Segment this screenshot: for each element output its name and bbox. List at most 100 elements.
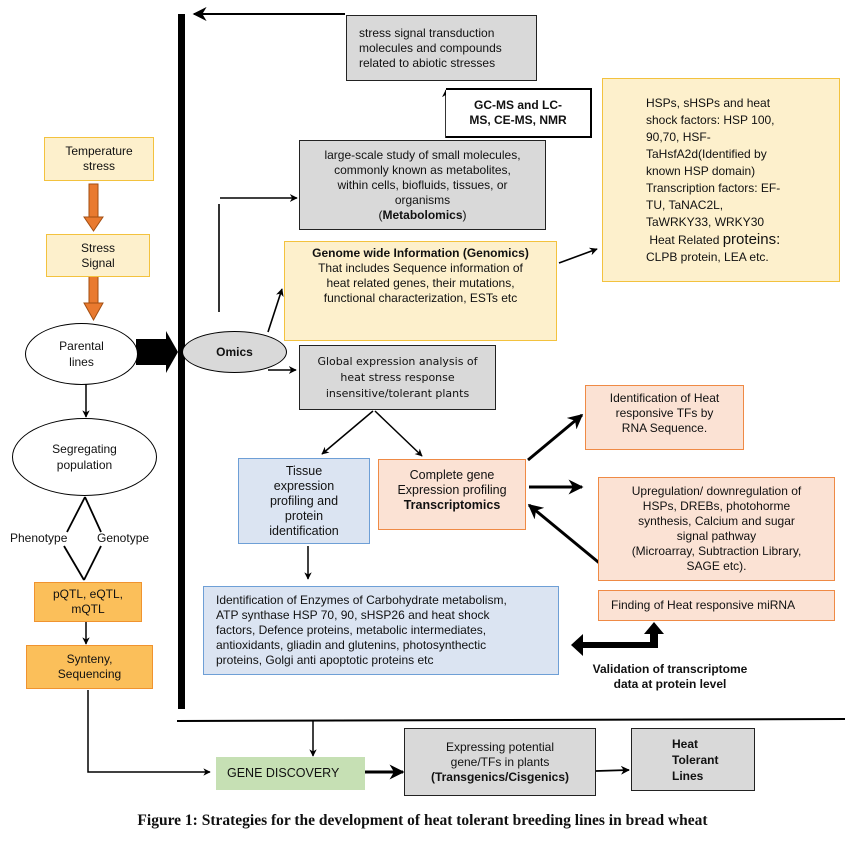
text-line: Transcription factors: EF- (646, 180, 781, 195)
text-line: related to abiotic stresses (359, 55, 496, 70)
text-line: Validation of transcriptome (592, 662, 748, 676)
text-line: protein (284, 508, 324, 523)
gene-discovery-box: GENE DISCOVERY (216, 757, 365, 790)
mirna-box: Finding of Heat responsive miRNA (598, 590, 835, 621)
text-line: profiling and (269, 493, 339, 508)
text-line: shock factors: HSP 100, (646, 112, 775, 127)
text-line: molecules and compounds (359, 40, 502, 55)
text-line: RNA Sequence. (621, 421, 708, 435)
text-line: Tolerant (672, 752, 719, 767)
text-line: proteins: (722, 230, 781, 248)
qtl-box: pQTL, eQTL, mQTL (34, 582, 142, 622)
text-line: 90,70, HSF- (646, 129, 711, 144)
text-line: ATP synthase HSP 70, 90, sHSP26 and heat… (216, 608, 490, 622)
text-line: known HSP domain) (646, 163, 756, 178)
tissue-box: Tissue expression profiling and protein … (238, 458, 370, 544)
omics-label: Omics (216, 345, 253, 359)
arrow-global-to-transcriptomics (374, 410, 423, 457)
gene-discovery-label: GENE DISCOVERY (227, 766, 340, 780)
arrow-regulation-to-transcriptomics (527, 503, 604, 568)
text-line: insensitive/tolerant plants (325, 386, 470, 400)
big-arrow-parental-to-omics (136, 331, 178, 373)
diamond-left (66, 496, 86, 533)
metabolomics-title: (Metabolomics) (378, 207, 467, 222)
temperature-stress-box: Temperature stress (44, 137, 154, 181)
text-line: organisms (394, 192, 451, 207)
genomics-box: Genome wide Information (Genomics) That … (284, 241, 557, 341)
text-line: proteins, Golgi anti apoptotic proteins … (216, 653, 434, 667)
text-line: data at protein level (613, 677, 727, 691)
stress-signal-box: Stress Signal (46, 234, 150, 277)
text-line: heat related genes, their mutations, (326, 276, 515, 290)
methods-box: GC-MS and LC- MS, CE-MS, NMR (446, 88, 592, 138)
heat-tolerant-lines-box: Heat Tolerant Lines (631, 728, 755, 791)
text-line: Expressing potential (445, 739, 555, 754)
text-line: identification (269, 523, 339, 538)
text-line: Complete gene (409, 468, 495, 482)
rna-seq-box: Identification of Heat responsive TFs by… (585, 385, 744, 450)
expressing-title: (Transgenics/Cisgenics) (430, 769, 570, 784)
text-line: HSPs, sHSPs and heat (646, 95, 771, 110)
text-line: Tissue (285, 463, 323, 478)
orange-arrow-2 (83, 275, 104, 322)
expressing-box: Expressing potential gene/TFs in plants … (404, 728, 596, 796)
text-line: SAGE etc). (686, 559, 747, 573)
figure-caption: Figure 1: Strategies for the development… (137, 812, 708, 829)
parental-lines-node: Parental lines (25, 323, 138, 385)
synteny-box: Synteny, Sequencing (26, 645, 153, 689)
stress-signal-line2: Signal (81, 255, 115, 270)
parental-line2: lines (69, 355, 94, 369)
qtl-line1: pQTL, eQTL, (52, 587, 124, 601)
text-line: synthesis, Calcium and sugar (638, 514, 795, 528)
text-line: (Microarray, Subtraction Library, (631, 544, 802, 558)
bottom-divider (176, 718, 845, 722)
hsp-box: HSPs, sHSPs and heat shock factors: HSP … (602, 78, 840, 282)
text-line: large-scale study of small molecules, (324, 147, 521, 162)
text-line: gene/TFs in plants (450, 754, 550, 769)
stress-signal-line1: Stress (80, 240, 115, 255)
enzymes-box: Identification of Enzymes of Carbohydrat… (203, 586, 559, 675)
text-line: signal pathway (676, 529, 757, 543)
validation-label: Validation of transcriptome data at prot… (575, 660, 765, 694)
phenotype-label: Phenotype (10, 531, 68, 545)
text-line: functional characterization, ESTs etc (323, 291, 518, 305)
parental-line1: Parental (59, 339, 104, 353)
genomics-title: Genome wide Information (Genomics) (312, 246, 529, 260)
transcriptomics-title: Transcriptomics (403, 498, 501, 512)
text-line: Lines (672, 768, 704, 783)
text-line: Heat Related (646, 232, 723, 247)
text-line: responsive TFs by (615, 406, 714, 420)
text-line: HSPs, DREBs, photohorme (642, 499, 791, 513)
arrow-global-to-tissue (321, 410, 374, 455)
segregating-line2: population (56, 458, 113, 472)
transcriptomics-box: Complete gene Expression profiling Trans… (378, 459, 526, 530)
arrow-genomics-to-hsp (558, 247, 598, 264)
main-divider (178, 14, 185, 709)
segregating-line1: Segregating (52, 442, 117, 456)
text-line: CLPB protein, LEA etc. (646, 249, 769, 264)
metabolomics-title-text: Metabolomics (382, 207, 463, 222)
global-expression-box: Global expression analysis of heat stres… (299, 345, 496, 410)
text-line: TaWRKY33, WRKY30 (646, 214, 765, 229)
orange-arrow-1 (83, 183, 104, 232)
stress-signal-transduction-box: stress signal transduction molecules and… (346, 15, 537, 81)
text-line: MS, CE-MS, NMR (469, 113, 567, 127)
heat-related-line: Heat Related proteins: (646, 231, 780, 249)
validation-arrow (571, 622, 664, 656)
text-line: GC-MS and LC- (474, 98, 562, 112)
diamond-right-lower (83, 545, 102, 581)
text-line: stress signal transduction (359, 25, 495, 40)
line-synteny-to-gene-discovery (87, 690, 211, 776)
regulation-box: Upregulation/ downregulation of HSPs, DR… (598, 477, 835, 581)
text-line: Expression profiling (397, 483, 507, 497)
text-line: Global expression analysis of (317, 354, 478, 368)
temperature-stress-label: Temperature stress (65, 144, 133, 173)
text-line: expression (273, 478, 335, 493)
segregating-population-node: Segregating population (12, 418, 157, 496)
mirna-label: Finding of Heat responsive miRNA (611, 598, 796, 612)
text-line: TU, TaNAC2L, (646, 197, 724, 212)
text-line: antioxidants, gliadin and glutenins, pho… (216, 638, 487, 652)
synteny-line1: Synteny, (66, 652, 113, 666)
text-line: within cells, biofluids, tissues, or (337, 177, 508, 192)
genotype-label: Genotype (97, 531, 150, 545)
